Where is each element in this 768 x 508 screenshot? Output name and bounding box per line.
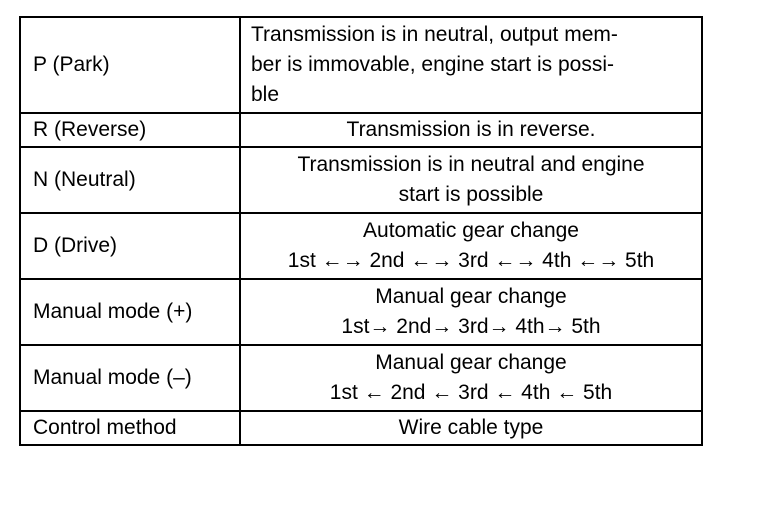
shift-position-label: N (Neutral) <box>19 146 241 214</box>
description-line: Transmission is in reverse. <box>346 118 596 141</box>
description-line: ble <box>251 83 280 106</box>
description-line: Manual gear change <box>375 351 567 374</box>
table-row: Manual mode (+) Manual gear change 1st→ … <box>19 278 703 346</box>
shift-position-label: Control method <box>19 410 241 446</box>
table-row: D (Drive) Automatic gear change 1st ←→ 2… <box>19 212 703 280</box>
description-line: start is possible <box>398 183 544 206</box>
table-row: Control method Wire cable type <box>19 410 703 446</box>
table-row: N (Neutral) Transmission is in neutral a… <box>19 146 703 214</box>
table-row: R (Reverse) Transmission is in reverse. <box>19 112 703 148</box>
description-line: Transmission is in neutral and engine <box>297 153 645 176</box>
shift-position-description: Transmission is in neutral, output mem- … <box>239 16 703 114</box>
gear-sequence: 1st→ 2nd→ 3rd→ 4th→ 5th <box>341 315 601 338</box>
shift-position-description: Transmission is in reverse. <box>239 112 703 148</box>
shift-position-label: Manual mode (+) <box>19 278 241 346</box>
shift-position-label: Manual mode (–) <box>19 344 241 412</box>
shift-position-label: R (Reverse) <box>19 112 241 148</box>
shift-position-description: Transmission is in neutral and engine st… <box>239 146 703 214</box>
shift-position-label: P (Park) <box>19 16 241 114</box>
description-line: Transmission is in neutral, output mem- <box>251 23 618 46</box>
table-row: Manual mode (–) Manual gear change 1st ←… <box>19 344 703 412</box>
shift-position-table: P (Park) Transmission is in neutral, out… <box>19 16 703 446</box>
shift-position-description: Automatic gear change 1st ←→ 2nd ←→ 3rd … <box>239 212 703 280</box>
shift-position-label: D (Drive) <box>19 212 241 280</box>
gear-sequence: 1st ← 2nd ← 3rd ← 4th ← 5th <box>329 381 613 404</box>
description-line: Manual gear change <box>375 285 567 308</box>
description-line: ber is immovable, engine start is possi- <box>251 53 614 76</box>
shift-position-description: Manual gear change 1st ← 2nd ← 3rd ← 4th… <box>239 344 703 412</box>
shift-position-description: Manual gear change 1st→ 2nd→ 3rd→ 4th→ 5… <box>239 278 703 346</box>
shift-position-description: Wire cable type <box>239 410 703 446</box>
table-row: P (Park) Transmission is in neutral, out… <box>19 16 703 114</box>
description-line: Automatic gear change <box>363 219 579 242</box>
gear-sequence: 1st ←→ 2nd ←→ 3rd ←→ 4th ←→ 5th <box>287 249 655 272</box>
description-line: Wire cable type <box>398 416 544 439</box>
